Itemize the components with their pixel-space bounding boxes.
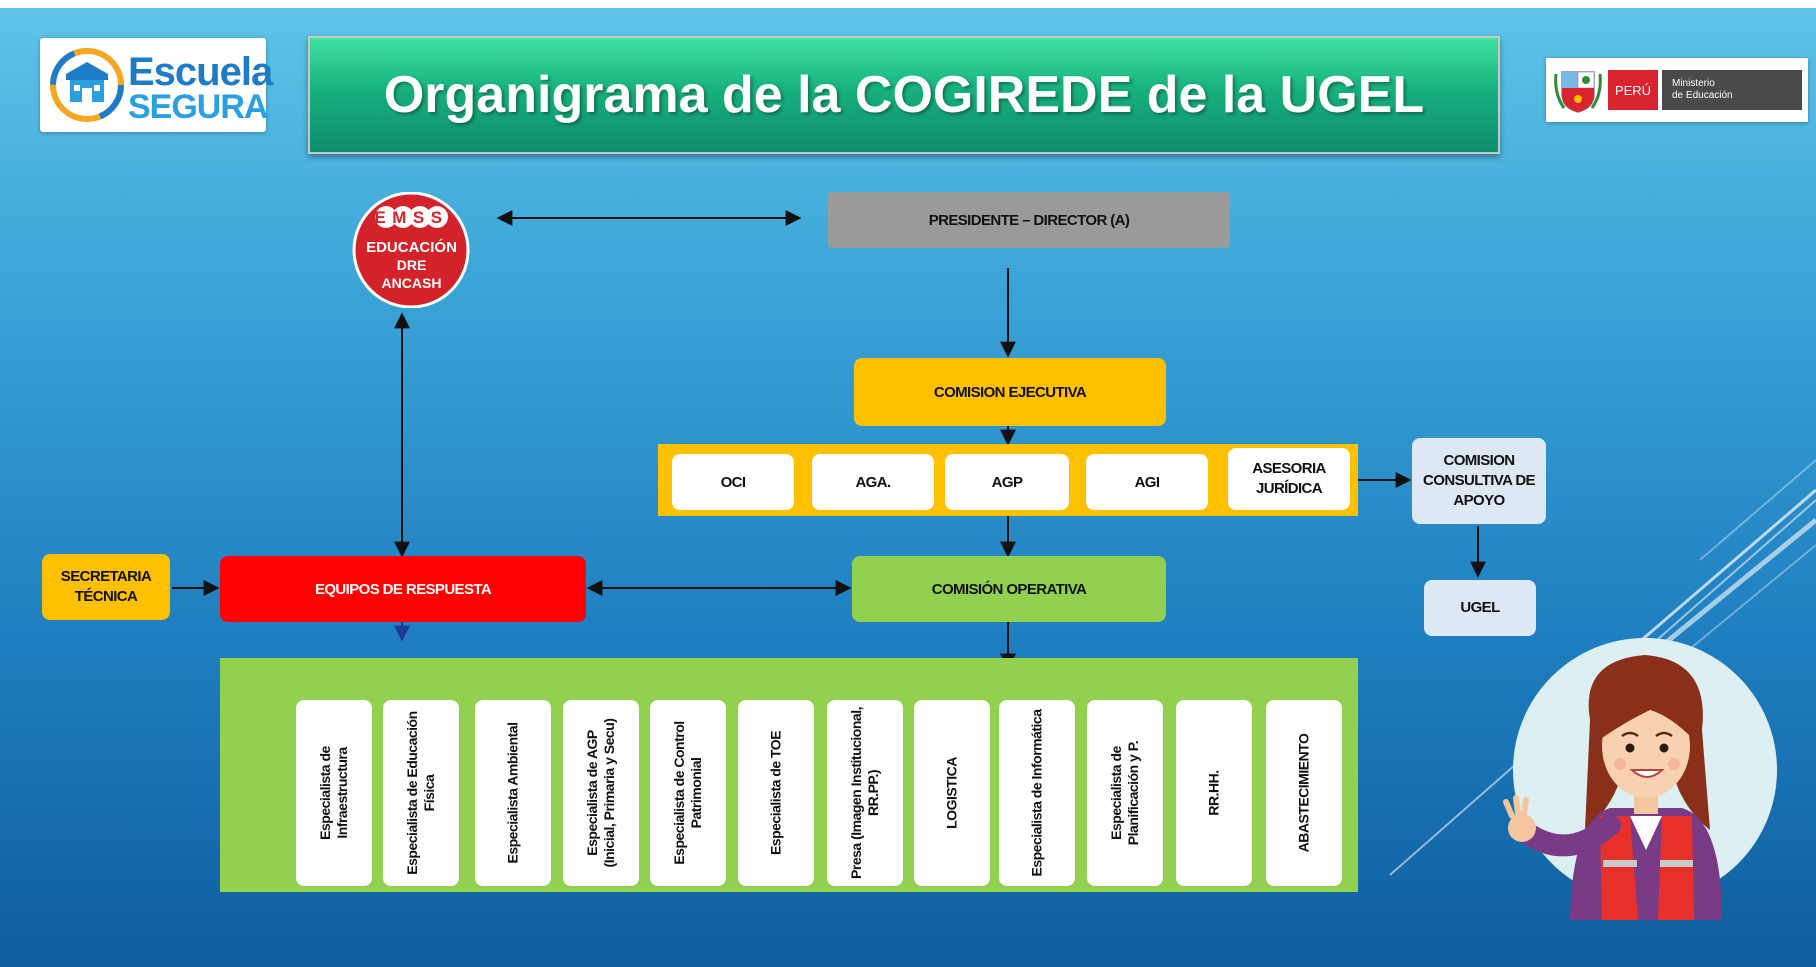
specialist-card: RR.HH. xyxy=(1176,700,1252,886)
secretaria-tecnica-box: SECRETARIA TÉCNICA xyxy=(42,554,170,620)
emss-line-2: DRE xyxy=(397,257,427,273)
emss-acronym: EMSS xyxy=(374,208,448,227)
title-banner: Organigrama de la COGIREDE de la UGEL xyxy=(308,36,1500,154)
ministry-label: Ministerio de Educación xyxy=(1662,70,1802,110)
ministerio-logo: PERÚ Ministerio de Educación xyxy=(1546,58,1808,122)
specialist-card: Especialista de Infraestructura xyxy=(296,700,372,886)
specialist-label: Especialista Ambiental xyxy=(504,722,521,864)
specialist-label: LOGISTICA xyxy=(943,757,960,829)
specialist-label: Presa (Imagen Institucional, RR.PP.) xyxy=(848,707,881,879)
specialist-card: Especialista de AGP (Inicial, Primaria y… xyxy=(563,700,639,886)
specialist-label: ABASTECIMIENTO xyxy=(1295,733,1312,853)
escuela-segura-emblem-icon xyxy=(50,48,124,122)
ugel-box: UGEL xyxy=(1424,580,1536,636)
specialist-label: Especialista de Control Patrimonial xyxy=(671,721,704,865)
ministry-line-2: de Educación xyxy=(1672,90,1733,101)
peru-coat-of-arms-icon xyxy=(1554,71,1602,113)
comision-operativa-box: COMISIÓN OPERATIVA xyxy=(852,556,1166,622)
specialist-label: Especialista de Planificación y P. xyxy=(1108,740,1141,846)
specialist-card: Especialista de Educación Física xyxy=(383,700,459,886)
peru-label: PERÚ xyxy=(1608,70,1658,110)
comision-ejecutiva-box: COMISION EJECUTIVA xyxy=(854,358,1166,426)
emss-badge: EMSS EDUCACIÓN DRE ANCASH xyxy=(352,192,470,308)
asesoria-juridica-box: ASESORIA JURÍDICA xyxy=(1228,448,1350,510)
page-title: Organigrama de la COGIREDE de la UGEL xyxy=(383,66,1425,124)
ministry-line-1: Ministerio xyxy=(1672,78,1715,89)
specialist-label: Especialista de AGP (Inicial, Primaria y… xyxy=(584,718,617,868)
oci-box: OCI xyxy=(672,454,794,510)
emss-line-3: ANCASH xyxy=(382,275,442,291)
specialist-label: RR.HH. xyxy=(1205,770,1222,816)
agi-box: AGI xyxy=(1086,454,1208,510)
logo-word-escuela: Escuela xyxy=(128,50,273,94)
specialist-label: Especialista de TOE xyxy=(767,730,784,856)
equipos-respuesta-box: EQUIPOS DE RESPUESTA xyxy=(220,556,586,622)
escuela-segura-logo: Escuela SEGURA xyxy=(40,38,273,132)
specialist-label: Especialista de Informática xyxy=(1028,709,1045,877)
specialist-card: ABASTECIMIENTO xyxy=(1266,700,1342,886)
comision-consultiva-box: COMISION CONSULTIVA DE APOYO xyxy=(1412,438,1546,524)
aga-box: AGA. xyxy=(812,454,934,510)
logo-word-segura: SEGURA xyxy=(128,88,268,126)
emss-line-1: EDUCACIÓN xyxy=(366,238,457,256)
teacher-character-illustration xyxy=(1503,638,1777,920)
specialist-label: Especialista de Infraestructura xyxy=(317,746,350,840)
specialist-card: Especialista de TOE xyxy=(738,700,814,886)
specialist-card: LOGISTICA xyxy=(914,700,990,886)
specialist-card: Especialista Ambiental xyxy=(475,700,551,886)
specialist-card: Especialista de Control Patrimonial xyxy=(650,700,726,886)
specialist-card: Presa (Imagen Institucional, RR.PP.) xyxy=(827,700,903,886)
specialist-card: Especialista de Informática xyxy=(999,700,1075,886)
specialist-card: Especialista de Planificación y P. xyxy=(1087,700,1163,886)
agp-box: AGP xyxy=(945,454,1069,510)
specialist-label: Especialista de Educación Física xyxy=(404,711,437,875)
presidente-box: PRESIDENTE – DIRECTOR (A) xyxy=(828,192,1230,248)
